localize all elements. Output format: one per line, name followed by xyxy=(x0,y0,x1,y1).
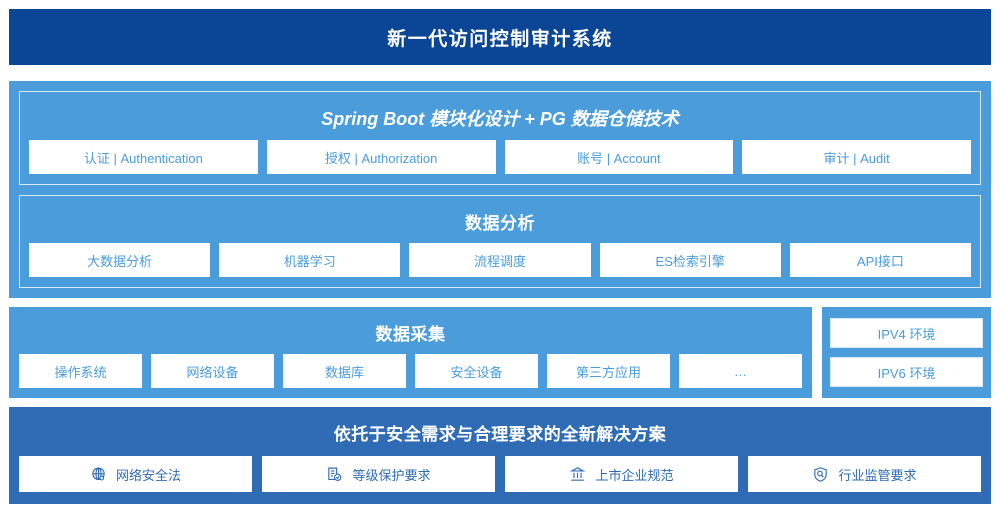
analysis-chip-process-scheduling[interactable]: 流程调度 xyxy=(409,243,591,277)
analysis-section-title: 数据分析 xyxy=(465,214,535,233)
environment-chip-ipv4[interactable]: IPV4 环境 xyxy=(830,318,983,348)
solution-chip-label: 网络安全法 xyxy=(115,467,181,483)
environment-panel: IPV4 环境 IPV6 环境 xyxy=(822,307,991,398)
solution-chip-label: 等级保护要求 xyxy=(352,467,431,483)
platform-chip-audit[interactable]: 审计 | Audit xyxy=(742,140,971,174)
page-title: 新一代访问控制审计系统 xyxy=(387,28,613,50)
solution-chip-label: 上市企业规范 xyxy=(595,467,674,483)
collection-section-title: 数据采集 xyxy=(375,325,446,344)
globe-icon xyxy=(90,466,107,483)
analysis-chip-bigdata[interactable]: 大数据分析 xyxy=(29,243,211,277)
collection-panel: 数据采集 操作系统 网络设备 数据库 安全设备 第三方应用 … xyxy=(9,307,812,398)
solution-chip-listed-company[interactable]: 上市企业规范 xyxy=(505,456,738,492)
solution-chip-row: 网络安全法 等级保护要求 xyxy=(19,456,981,492)
collection-chip-security-device[interactable]: 安全设备 xyxy=(415,354,538,388)
collection-chip-more[interactable]: … xyxy=(679,354,802,388)
environment-chip-ipv6[interactable]: IPV6 环境 xyxy=(830,357,983,387)
platform-chip-authorization[interactable]: 授权 | Authorization xyxy=(266,140,496,174)
platform-chip-row: 认证 | Authentication 授权 | Authorization 账… xyxy=(29,140,971,174)
bank-icon xyxy=(569,466,586,483)
collection-chip-row: 操作系统 网络设备 数据库 安全设备 第三方应用 … xyxy=(19,354,802,388)
platform-chip-authentication[interactable]: 认证 | Authentication xyxy=(29,140,258,174)
solution-chip-label: 行业监管要求 xyxy=(838,467,917,483)
analysis-section: 数据分析 大数据分析 机器学习 流程调度 ES检索引擎 API接口 xyxy=(19,195,981,288)
collection-chip-os[interactable]: 操作系统 xyxy=(19,354,142,388)
solution-chip-classified-protection[interactable]: 等级保护要求 xyxy=(262,456,495,492)
solution-chip-cybersecurity-law[interactable]: 网络安全法 xyxy=(19,456,252,492)
platform-chip-account[interactable]: 账号 | Account xyxy=(504,140,734,174)
shield-search-icon xyxy=(812,466,829,483)
solution-panel: 依托于安全需求与合理要求的全新解决方案 网络安全法 xyxy=(9,407,991,504)
collection-chip-network-device[interactable]: 网络设备 xyxy=(151,354,274,388)
solution-section-title: 依托于安全需求与合理要求的全新解决方案 xyxy=(333,425,667,444)
analysis-chip-machine-learning[interactable]: 机器学习 xyxy=(219,243,401,277)
analysis-chip-api[interactable]: API接口 xyxy=(789,243,972,277)
document-check-icon xyxy=(326,466,343,483)
analysis-chip-row: 大数据分析 机器学习 流程调度 ES检索引擎 API接口 xyxy=(29,243,972,277)
collection-chip-third-party-app[interactable]: 第三方应用 xyxy=(547,354,670,388)
platform-section-title: Spring Boot 模块化设计 + PG 数据仓储技术 xyxy=(321,109,679,129)
collection-chip-database[interactable]: 数据库 xyxy=(283,354,406,388)
platform-section: Spring Boot 模块化设计 + PG 数据仓储技术 认证 | Authe… xyxy=(19,91,981,185)
solution-chip-industry-regulation[interactable]: 行业监管要求 xyxy=(748,456,981,492)
analysis-chip-es-search[interactable]: ES检索引擎 xyxy=(599,243,781,277)
header-bar: 新一代访问控制审计系统 xyxy=(9,9,991,65)
collection-row: 数据采集 操作系统 网络设备 数据库 安全设备 第三方应用 … IPV4 环境 … xyxy=(9,307,991,398)
platform-analysis-panel: Spring Boot 模块化设计 + PG 数据仓储技术 认证 | Authe… xyxy=(9,81,991,298)
